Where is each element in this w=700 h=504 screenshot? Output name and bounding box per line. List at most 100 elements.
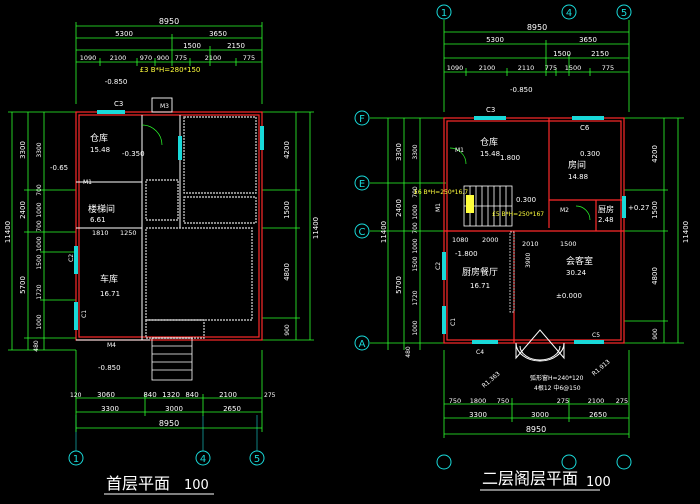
label2-M1b: M1 [435,203,442,212]
dim-left-d-1000b: 1000 [36,236,43,251]
room2-name-storage: 仓库 [480,136,498,148]
level2-0300a: 0.300 [580,150,600,158]
room2-area-living: 30.24 [566,269,587,277]
dim-bottom-840a: 840 [143,391,156,399]
dim2-left-2400: 2400 [395,199,403,217]
dim2-top-775a: 775 [545,64,557,72]
bay-window [515,329,565,362]
label2-M2: M2 [560,207,569,214]
right-dimension-lines [262,111,314,341]
dim-right-4800: 4800 [283,263,291,281]
axis2-label-4: 4 [566,8,572,19]
level-front: -0.850 [98,364,121,372]
label-M1: M1 [83,179,92,186]
dim2-top-1500: 1500 [553,50,571,58]
dim-bottom-120: 120 [70,392,82,399]
dim2-top-2110: 2110 [518,64,535,72]
dim2-left-480: 480 [405,346,412,358]
axis2-label-A: A [359,339,366,350]
axis2-label-F: F [359,114,365,125]
dim2-left-d-1720: 1720 [412,290,419,305]
level2-1800: 1.800 [500,154,520,162]
dim-top-775a: 775 [175,54,187,62]
stair2-note-1: £6 B*H=250*16.7 [414,189,468,196]
dim-left-5700: 5700 [19,276,27,294]
axis2-label-C: C [359,227,366,238]
level-top: -0.850 [105,78,128,86]
dim-top-900: 900 [157,54,169,62]
axis-label-1: 1 [73,454,79,465]
dim2-3900: 3900 [525,253,532,268]
label-C2: C2 [68,254,75,262]
dim-bottom-total: 8950 [159,419,179,428]
axis2-bubble-E [354,175,370,191]
dim-left-d-1500: 1500 [36,254,43,269]
dim2-right-900: 900 [652,328,659,340]
dim2-bottom-3300: 3300 [469,411,487,419]
plan1-scale: 100 [184,478,209,493]
dim-left-3300: 3300 [19,141,27,159]
axis-label-4: 4 [200,454,206,465]
stair2-note-2: £5 B*H=250*167 [492,211,544,218]
dim-bottom-3060: 3060 [97,391,115,399]
top-dimension-lines-2 [443,20,630,112]
dim2-left-d-1000b: 1000 [412,238,419,253]
room2-name-kitchen: 厨房 [598,204,614,214]
level-minus-065: -0.65 [50,164,68,172]
bay-note-2: 4根12 中6@150 [534,384,581,392]
dim-bottom-3300: 3300 [101,405,119,413]
label2-C6: C6 [580,124,590,132]
dim2-bottom-2100: 2100 [588,397,605,405]
room2-name-room: 房间 [568,159,586,171]
dim-top-1090: 1090 [80,54,97,62]
room-area-stair: 6.61 [90,216,106,224]
level2-000: ±0.000 [556,292,582,300]
dim-top-2150: 2150 [227,42,245,50]
dim-top-775b: 775 [243,54,255,62]
dim2-bottom-2650: 2650 [589,411,607,419]
second-floor-plan: 1 4 5 F E C A 8950 [354,4,690,491]
plan2-title: 二层阁层平面 [482,469,578,488]
dim-top-1500: 1500 [183,42,201,50]
dim2-1080: 1080 [452,236,469,244]
axis2-bubble-A [354,335,370,351]
stair-note: £3 B*H=280*150 [140,66,201,74]
dim-left-total: 11400 [4,221,12,243]
dim-bottom-1320: 1320 [162,391,180,399]
room-area-garage: 16.71 [100,290,120,298]
dim2-top-775b: 775 [602,64,614,72]
dim2-left-d-700a: 700 [412,186,419,198]
dim-bottom-840b: 840 [185,391,198,399]
axis-label-5: 5 [254,454,260,465]
dim2-top-total: 8950 [527,23,547,32]
dim-bottom-3000: 3000 [165,405,183,413]
room2-area-kitchen: 2.48 [598,216,614,224]
label2-C3: C3 [486,106,495,114]
axis2-bubble-1b [436,454,452,470]
dim2-1500b: 1500 [560,240,577,248]
axis2-bubble-F [354,110,370,126]
dim2-left-total: 11400 [380,221,388,243]
void-blocks [145,116,257,339]
room-area-storage: 15.48 [90,146,110,154]
bay-dim-r2: R1.913 [591,358,612,377]
dim2-bottom-275b: 275 [616,397,628,405]
dim2-left-d-1500: 1500 [412,256,419,271]
dim-bottom-275: 275 [264,392,276,399]
room-name-stair: 楼梯间 [88,203,115,215]
axis2-label-1: 1 [441,8,447,19]
level2-0300b: 0.300 [516,196,536,204]
label-M4: M4 [107,342,116,349]
label-C3: C3 [114,100,123,108]
dim-left-d-1720: 1720 [36,284,43,299]
dim-bottom-2650: 2650 [223,405,241,413]
room2-area-room: 14.88 [568,173,588,181]
dim2-top-1500b: 1500 [565,64,582,72]
dim-left-d-1000c: 1000 [36,314,43,329]
column-2 [509,231,515,313]
level-storage: -0.350 [122,150,145,158]
bay-note-1: 弧形窗H=240*120 [530,374,584,382]
axis2-label-E: E [359,179,365,190]
level2-plus027: +0.27 [628,204,649,212]
